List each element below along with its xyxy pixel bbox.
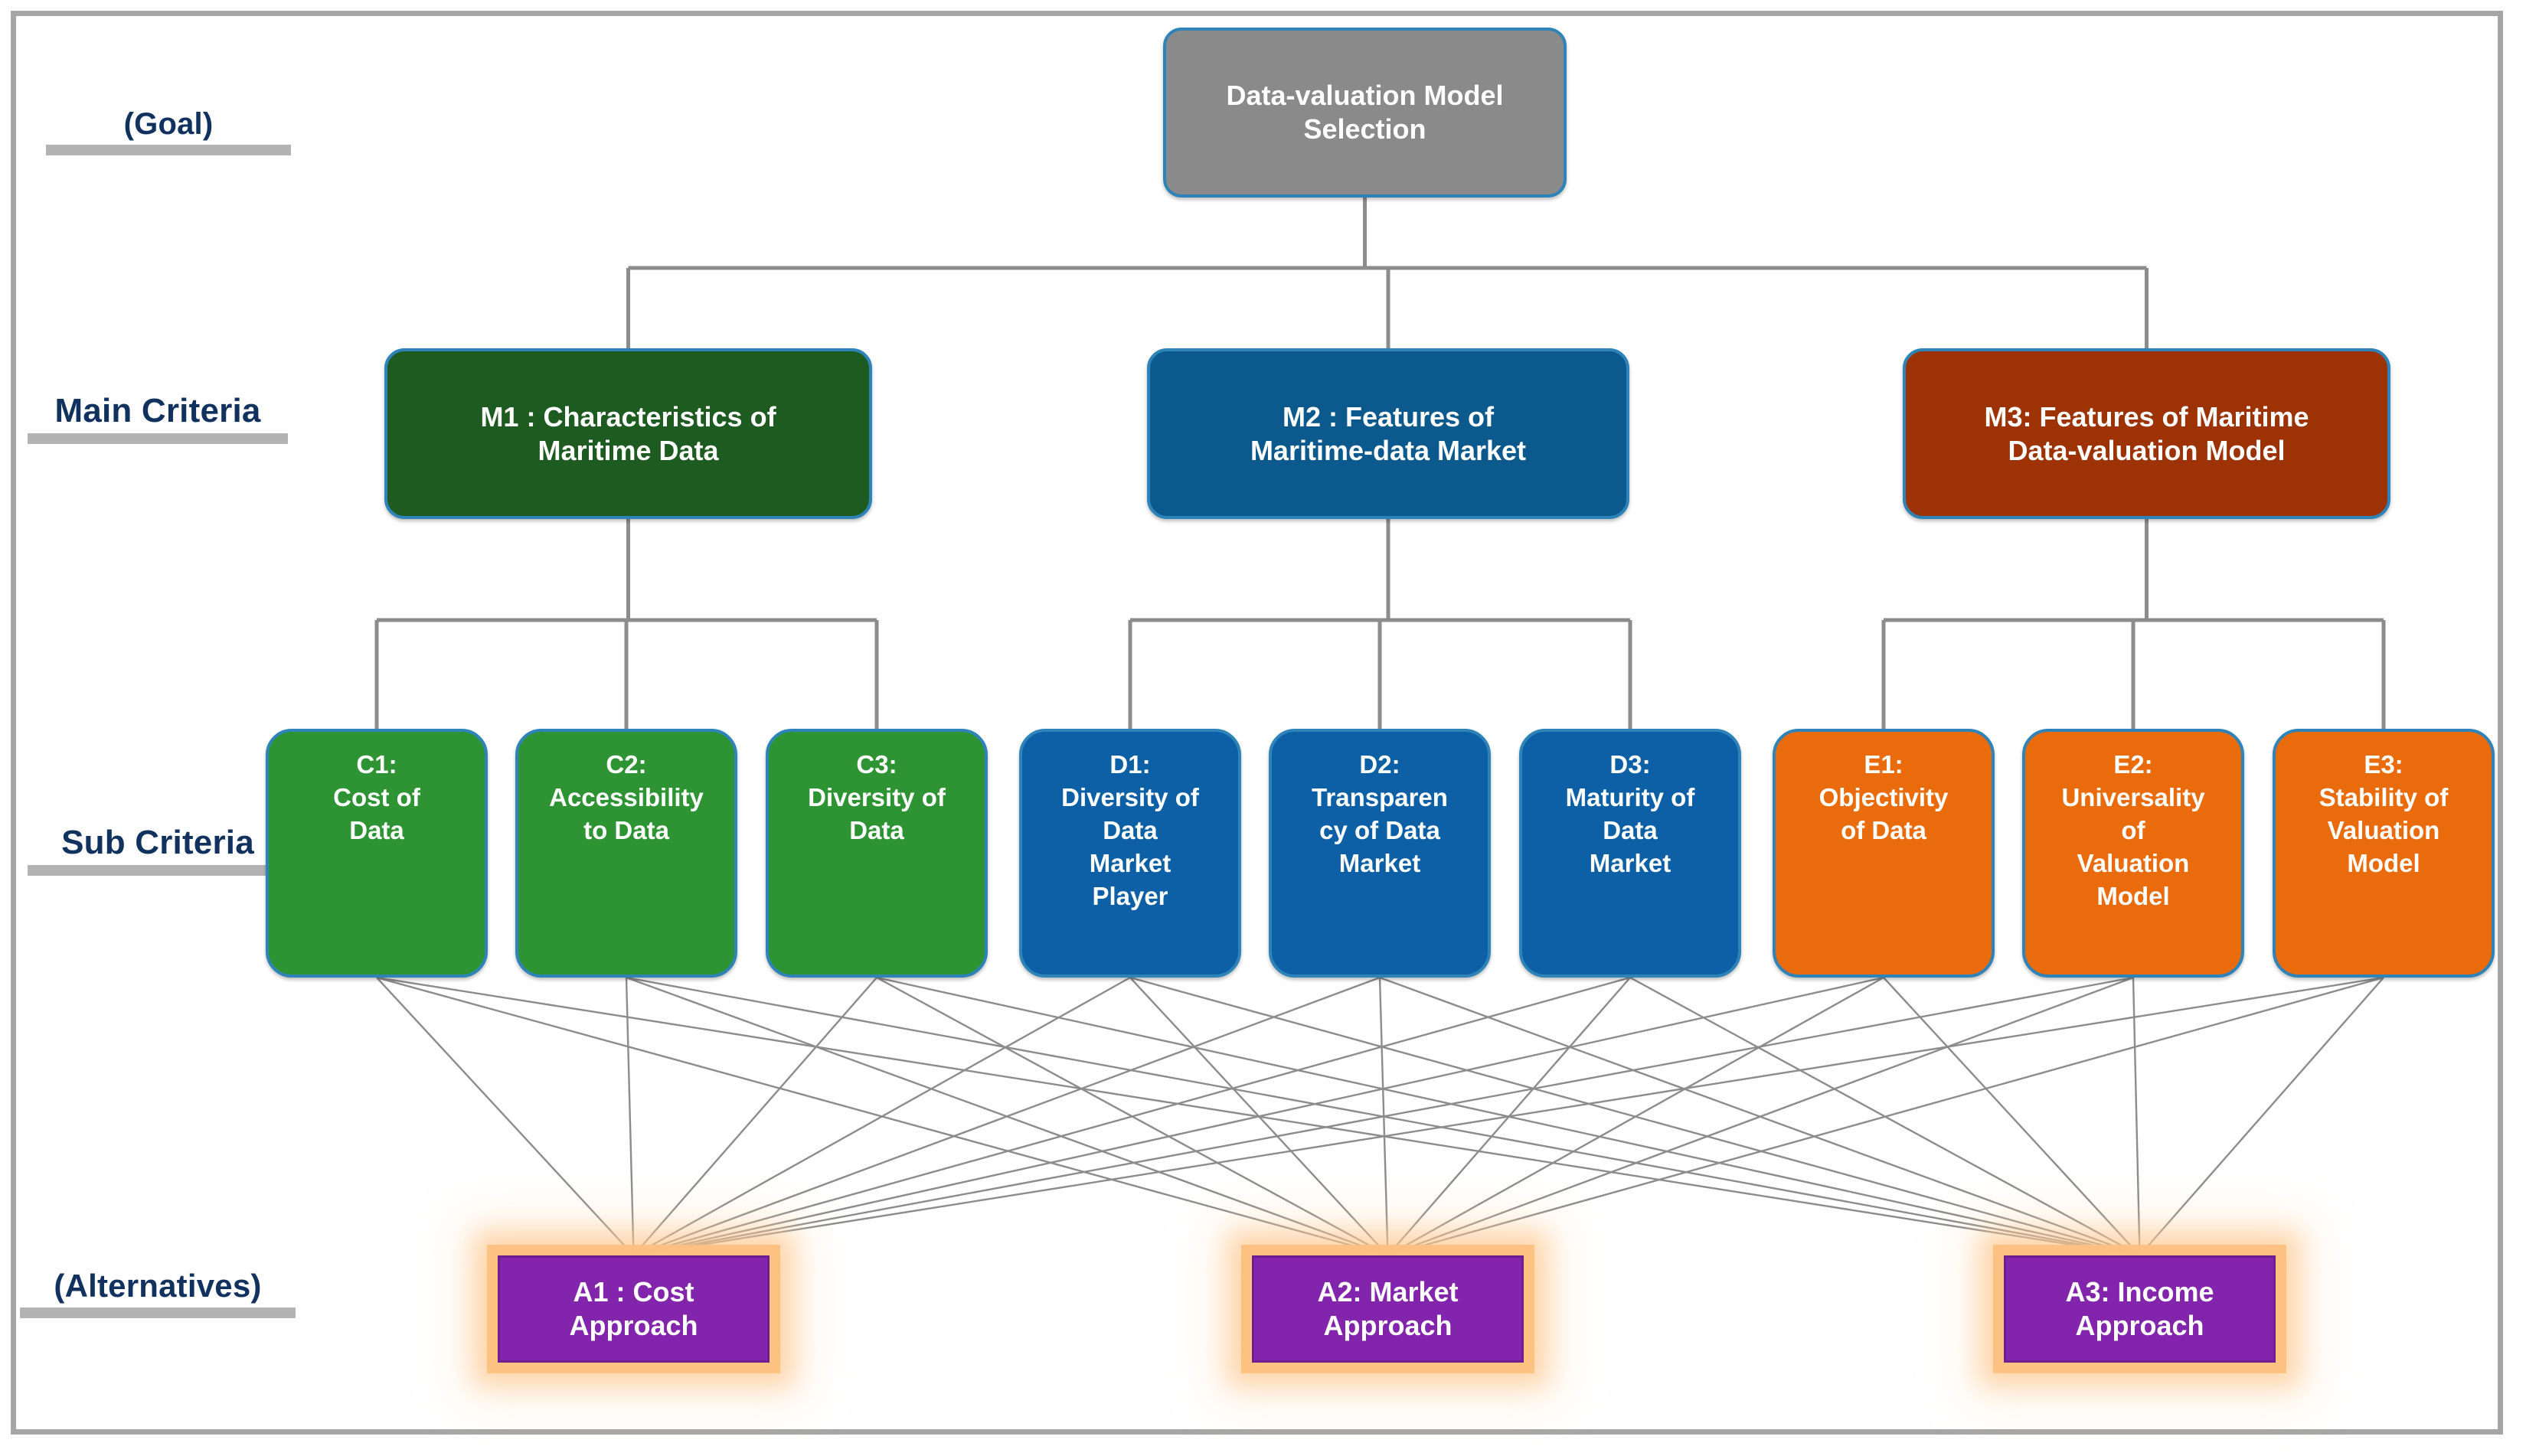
node-sub-criteria-e1[interactable]: E1: Objectivity of Data <box>1773 729 1995 978</box>
node-main-criteria-m3[interactable]: M3: Features of Maritime Data-valuation … <box>1903 348 2390 519</box>
node-sub-criteria-c3[interactable]: C3: Diversity of Data <box>766 729 988 978</box>
row-label-main-criteria: Main Criteria <box>28 392 288 444</box>
node-alternative-a2[interactable]: A2: Market Approach <box>1252 1255 1524 1363</box>
row-label-goal-rule <box>46 145 291 155</box>
node-alternative-a3[interactable]: A3: Income Approach <box>2004 1255 2276 1363</box>
row-label-sub-criteria: Sub Criteria <box>28 824 288 876</box>
node-alternative-a1[interactable]: A1 : Cost Approach <box>498 1255 770 1363</box>
row-label-alternatives-text: (Alternatives) <box>54 1268 262 1304</box>
row-label-alternatives-rule <box>20 1307 296 1318</box>
row-label-main-criteria-text: Main Criteria <box>54 392 261 429</box>
row-label-sub-criteria-text: Sub Criteria <box>61 824 254 861</box>
node-main-criteria-m1[interactable]: M1 : Characteristics of Maritime Data <box>384 348 872 519</box>
row-label-goal-text: (Goal) <box>123 107 214 141</box>
node-sub-criteria-d1[interactable]: D1: Diversity of Data Market Player <box>1019 729 1241 978</box>
node-sub-criteria-e2[interactable]: E2: Universality of Valuation Model <box>2022 729 2244 978</box>
row-label-sub-criteria-rule <box>28 865 288 876</box>
node-goal[interactable]: Data-valuation Model Selection <box>1163 28 1567 198</box>
node-sub-criteria-c1[interactable]: C1: Cost of Data <box>266 729 488 978</box>
node-sub-criteria-c2[interactable]: C2: Accessibility to Data <box>515 729 737 978</box>
row-label-main-criteria-rule <box>28 433 288 444</box>
node-sub-criteria-d3[interactable]: D3: Maturity of Data Market <box>1519 729 1741 978</box>
row-label-alternatives: (Alternatives) <box>20 1268 296 1318</box>
node-main-criteria-m2[interactable]: M2 : Features of Maritime-data Market <box>1147 348 1629 519</box>
row-label-goal: (Goal) <box>46 107 291 155</box>
node-sub-criteria-e3[interactable]: E3: Stability of Valuation Model <box>2273 729 2495 978</box>
node-sub-criteria-d2[interactable]: D2: Transparen cy of Data Market <box>1269 729 1491 978</box>
